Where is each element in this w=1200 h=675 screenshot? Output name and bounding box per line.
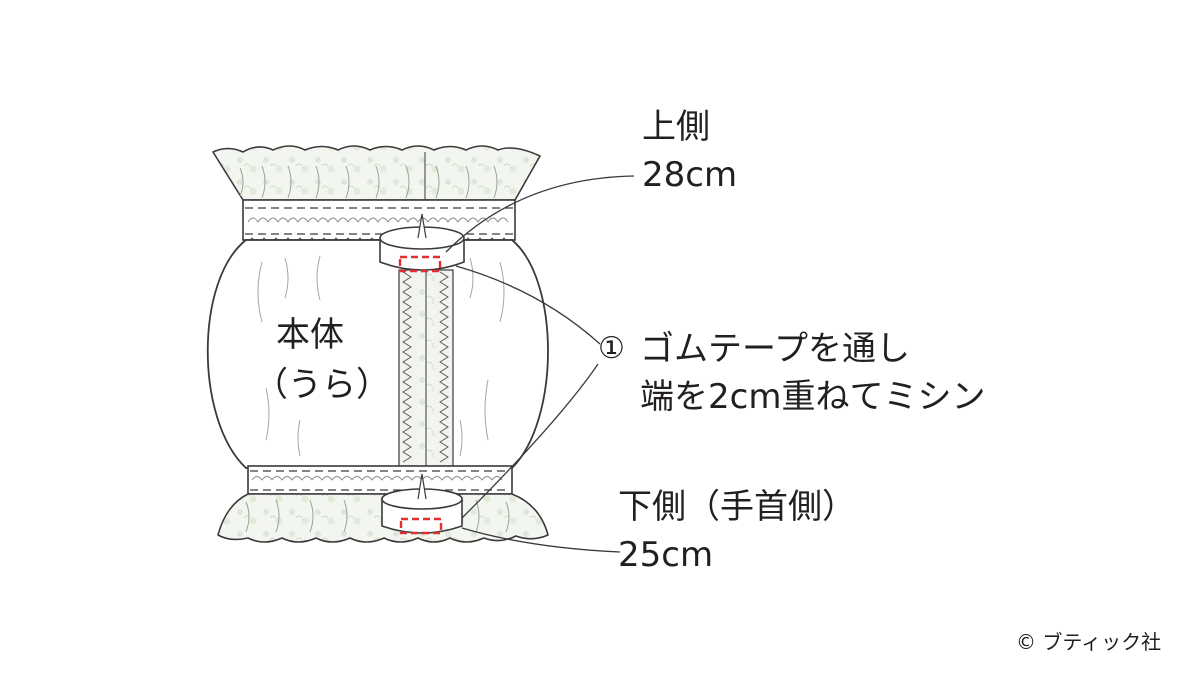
bottom-size-label: 25cm — [618, 535, 714, 575]
top-elastic-casing — [242, 199, 516, 245]
bottom-side-label: 下側（手首側） — [618, 487, 856, 527]
stitch-mark-bottom — [399, 517, 443, 535]
top-side-label: 上側 — [642, 107, 710, 147]
center-seam — [398, 269, 454, 467]
top-ruffle — [212, 145, 541, 201]
bottom-elastic-joint — [381, 473, 463, 535]
step-instruction-line1: ゴムテープを通し — [640, 329, 910, 369]
leader-step-to-bottom — [461, 363, 599, 519]
top-elastic-joint — [379, 213, 465, 273]
bottom-elastic-casing — [247, 465, 513, 495]
top-size-label: 28cm — [642, 155, 738, 195]
step-number-badge: ① — [598, 331, 625, 366]
leader-bottom-size — [461, 527, 621, 553]
leader-step-to-top — [455, 265, 601, 345]
main-body — [206, 239, 549, 469]
stitch-mark-top — [398, 255, 442, 273]
body-label: 本体 — [276, 315, 344, 355]
step-instruction-line2: 端を2cm重ねてミシン — [640, 377, 986, 417]
leader-top-size — [445, 175, 635, 253]
body-side-label: （うら） — [254, 365, 390, 405]
copyright-text: © ブティック社 — [1016, 630, 1162, 654]
leader-lines — [445, 175, 635, 553]
